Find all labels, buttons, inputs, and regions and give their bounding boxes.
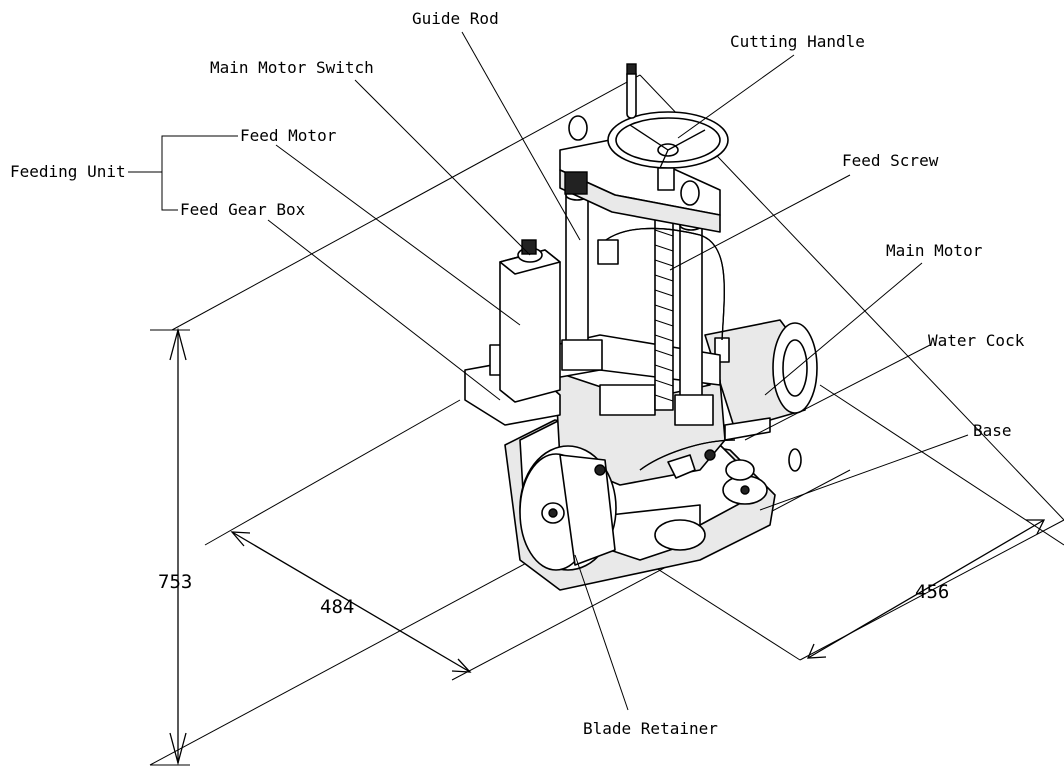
label-main-motor: Main Motor — [886, 241, 983, 260]
dimension-height-line — [150, 327, 190, 766]
label-feed-gear-box: Feed Gear Box — [180, 200, 306, 219]
dimension-width-value: 456 — [915, 581, 949, 603]
label-cutting-handle: Cutting Handle — [730, 32, 865, 51]
label-main-motor-switch: Main Motor Switch — [210, 58, 374, 77]
label-feed-motor: Feed Motor — [240, 126, 337, 145]
machine-illustration — [464, 63, 818, 591]
label-feed-screw: Feed Screw — [842, 151, 939, 170]
label-base: Base — [973, 421, 1012, 440]
label-guide-rod: Guide Rod — [412, 9, 499, 28]
dimension-length-value: 484 — [320, 596, 354, 618]
leader-lines — [128, 31, 969, 711]
label-water-cock: Water Cock — [928, 331, 1025, 350]
dimension-height-value: 753 — [158, 571, 192, 593]
label-blade-retainer: Blade Retainer — [583, 719, 718, 738]
dimension-length-line — [230, 531, 472, 673]
dimension-width-line — [806, 519, 1046, 659]
label-feeding-unit: Feeding Unit — [10, 162, 126, 181]
